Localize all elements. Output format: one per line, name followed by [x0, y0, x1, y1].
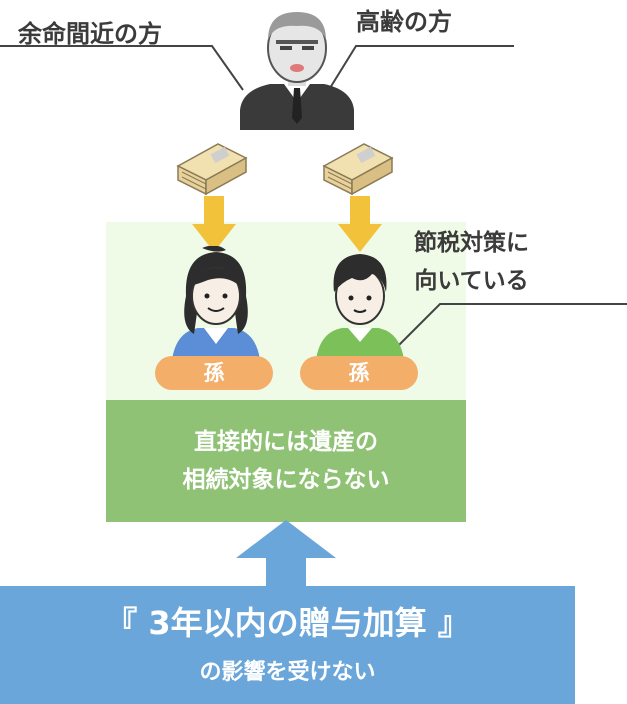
granddaughter-icon [172, 246, 260, 360]
terminal-person-label: 余命間近の方 [18, 20, 162, 48]
tax-label-line2: 向いている [414, 268, 529, 294]
inheritance-note-panel: 直接的には遺産の 相続対象にならない [106, 400, 466, 522]
terminal-callout-line [0, 45, 244, 91]
down-arrow-icon-right [338, 196, 382, 252]
elderly-man-icon [240, 12, 354, 130]
gift-addition-box: 『 3年以内の贈与加算 』 の影響を受けない [0, 586, 575, 704]
inheritance-note-line1: 直接的には遺産の [194, 429, 378, 455]
inheritance-note-line2: 相続対象にならない [182, 467, 390, 493]
down-arrow-icon-left [192, 196, 236, 252]
money-stack-icon-left [176, 143, 248, 196]
tax-callout-line [397, 303, 627, 347]
up-arrow-icon [236, 520, 336, 588]
grandchild-badge-right: 孫 [300, 356, 418, 390]
grandchild-badge-left: 孫 [155, 356, 273, 390]
gift-addition-subtitle: の影響を受けない [199, 660, 376, 685]
money-stack-icon-right [322, 143, 394, 196]
tax-benefit-label: 節税対策に 向いている [414, 224, 529, 300]
tax-label-line1: 節税対策に [414, 230, 529, 256]
grandson-icon [316, 254, 404, 360]
elderly-person-label: 高齢の方 [356, 8, 452, 36]
gift-addition-title: 『 3年以内の贈与加算 』 [105, 604, 470, 642]
elderly-callout-line [329, 45, 514, 89]
